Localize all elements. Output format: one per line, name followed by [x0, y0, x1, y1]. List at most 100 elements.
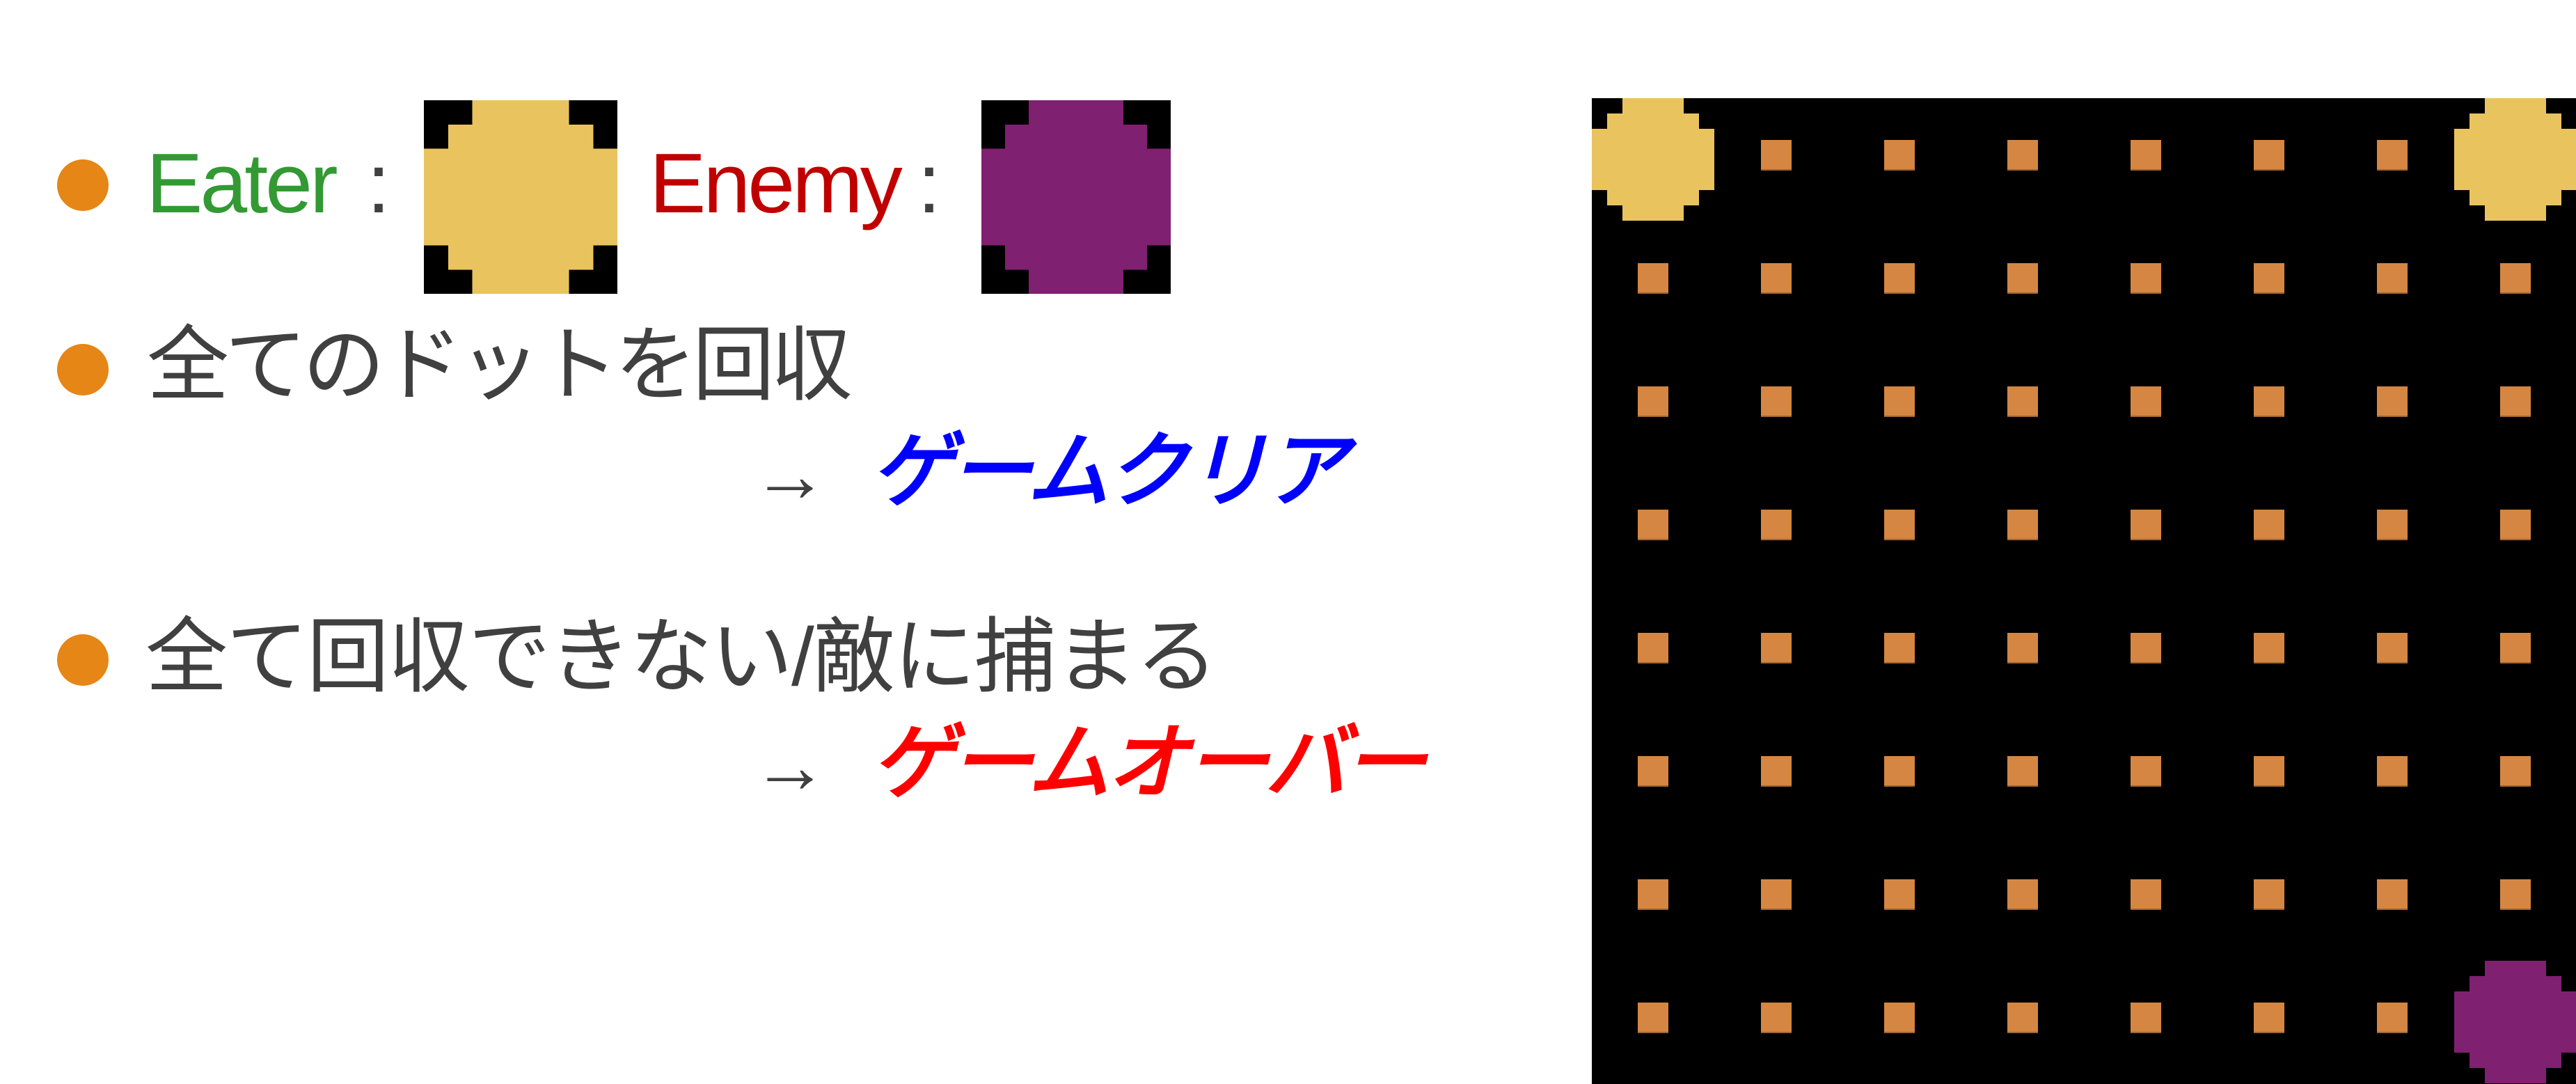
bullet-icon	[57, 344, 109, 395]
board-cell	[1715, 468, 1838, 591]
board-cell	[1592, 221, 1715, 345]
board-cell	[2085, 98, 2208, 221]
dot	[1638, 756, 1668, 787]
dot	[2131, 263, 2161, 294]
board-cell	[1715, 714, 1838, 838]
dot	[1761, 633, 1792, 663]
board-cell	[2454, 98, 2576, 221]
board-cell	[1838, 591, 1961, 714]
board-cell	[1715, 838, 1838, 961]
dot	[2254, 633, 2284, 663]
board-cell	[1592, 838, 1715, 961]
dot	[1638, 386, 1668, 417]
board-cell	[1961, 591, 2085, 714]
board-cell	[2208, 838, 2331, 961]
board-cell	[1592, 961, 1715, 1084]
eater-sprite	[1592, 98, 1714, 221]
dot	[2254, 140, 2284, 171]
dot	[2131, 633, 2161, 663]
dot	[1884, 633, 1915, 663]
dot	[2377, 263, 2408, 294]
enemy-label: Enemy	[649, 136, 903, 230]
board-cell	[2085, 961, 2208, 1084]
board-cell	[2208, 591, 2331, 714]
dot	[2377, 633, 2408, 663]
board-cell	[1838, 961, 1961, 1084]
rule-condition-over: 全て回収できない/敵に捕まる	[145, 611, 1218, 703]
dot	[1761, 1003, 1792, 1033]
board-cell	[1961, 345, 2085, 468]
dot	[2131, 756, 2161, 787]
dot	[2377, 386, 2408, 417]
rule-condition-clear: 全てのドットを回収	[147, 320, 853, 411]
board-cell	[1838, 221, 1961, 345]
board-cell	[1715, 345, 1838, 468]
dot	[2500, 879, 2531, 910]
dot	[1638, 879, 1668, 910]
board-cell	[2208, 961, 2331, 1084]
board-cell	[1961, 961, 2085, 1084]
bullet-icon	[57, 634, 109, 686]
board-cell	[1592, 468, 1715, 591]
board-cell	[2208, 714, 2331, 838]
dot	[2131, 879, 2161, 910]
dot	[2131, 510, 2161, 540]
dot	[2254, 263, 2284, 294]
dot	[2500, 386, 2531, 417]
dot	[1884, 756, 1915, 787]
dot	[2007, 633, 2038, 663]
dot	[2500, 633, 2531, 663]
eater-label: Eater	[146, 136, 338, 230]
board-cell	[2085, 221, 2208, 345]
dot	[2254, 510, 2284, 540]
dot	[2131, 386, 2161, 417]
enemy-sprite-icon	[981, 100, 1171, 294]
board-cell	[1961, 714, 2085, 838]
board-cell	[1592, 591, 1715, 714]
board-cell	[2208, 221, 2331, 345]
dot	[1761, 386, 1792, 417]
board-cell	[1592, 345, 1715, 468]
dot	[1884, 140, 1915, 171]
board-cell	[2331, 468, 2454, 591]
game-board	[1592, 98, 2576, 1084]
dot	[1884, 879, 1915, 910]
board-cell	[2085, 345, 2208, 468]
board-cell	[2454, 345, 2576, 468]
dot	[1761, 756, 1792, 787]
board-cell	[1838, 714, 1961, 838]
board-cell	[1838, 98, 1961, 221]
board-cell	[1961, 468, 2085, 591]
dot	[2500, 510, 2531, 540]
dot	[2254, 1003, 2284, 1033]
board-cell	[1715, 961, 1838, 1084]
board-cell	[1838, 468, 1961, 591]
dot	[1638, 633, 1668, 663]
dot	[2377, 510, 2408, 540]
board-cell	[2331, 221, 2454, 345]
dot	[2254, 879, 2284, 910]
dot	[1638, 510, 1668, 540]
board-cell	[2331, 345, 2454, 468]
eater-separator: :	[367, 136, 390, 230]
dot	[2131, 140, 2161, 171]
dot	[2007, 879, 2038, 910]
dot	[2007, 263, 2038, 294]
board-cell	[2208, 98, 2331, 221]
game-clear-label: ゲームクリア	[871, 425, 1347, 517]
board-cell	[2085, 591, 2208, 714]
dot	[2007, 756, 2038, 787]
dot	[2500, 756, 2531, 787]
board-cell	[1715, 221, 1838, 345]
board-cell	[1961, 838, 2085, 961]
board-cell	[2208, 468, 2331, 591]
eater-sprite	[2454, 98, 2576, 221]
bullet-icon	[57, 159, 109, 211]
dot	[2377, 879, 2408, 910]
board-cell	[2331, 98, 2454, 221]
dot	[2007, 510, 2038, 540]
board-cell	[1592, 98, 1715, 221]
board-cell	[2331, 838, 2454, 961]
board-cell	[2085, 714, 2208, 838]
eater-sprite-icon	[424, 100, 617, 294]
